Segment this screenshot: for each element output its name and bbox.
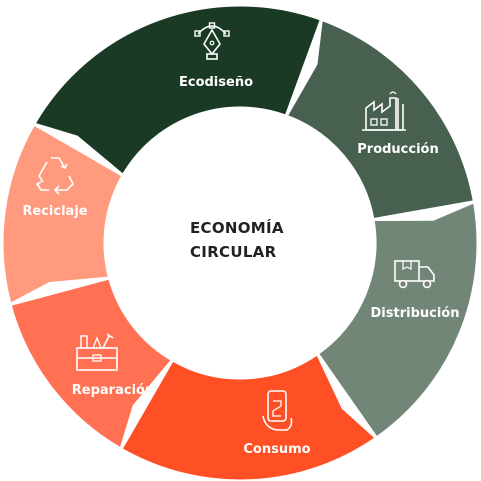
factory-icon (362, 91, 406, 131)
segment-label-2: Producción (357, 142, 439, 157)
toolbox-icon (76, 333, 118, 371)
center-circle (105, 108, 375, 378)
segment-label-1: Ecodiseño (179, 75, 253, 90)
smartphone-hand-icon (262, 390, 293, 431)
segment-label-6: Reciclaje (22, 204, 87, 219)
segment-label-5: Reparación (72, 383, 154, 398)
center-title-line2: CIRCULAR (190, 243, 277, 261)
recycle-icon (35, 157, 74, 195)
segment-label-4: Consumo (243, 442, 310, 457)
segment-label-3: Distribución (371, 306, 460, 321)
truck-icon (394, 260, 435, 289)
center-title-line1: ECONOMÍA (190, 218, 284, 237)
pen-tool-icon (194, 22, 230, 60)
